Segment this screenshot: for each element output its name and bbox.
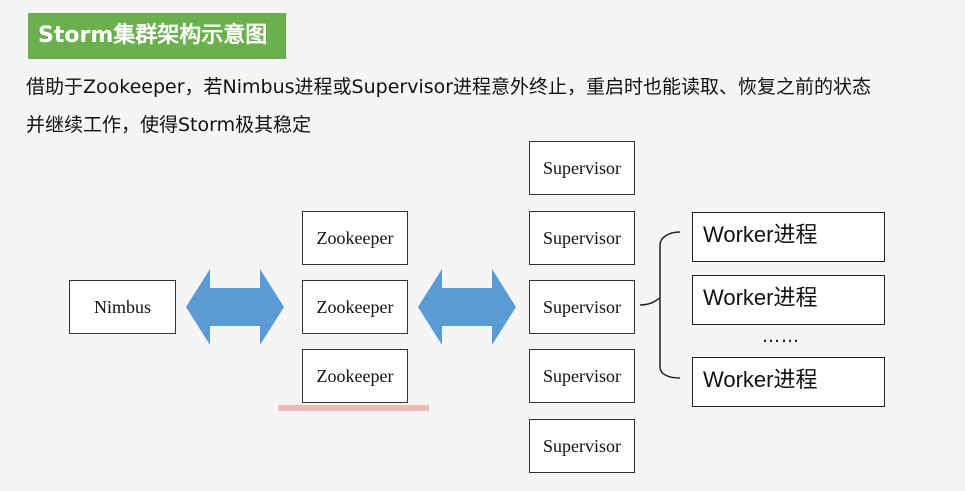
- worker-ellipsis: ……: [762, 326, 800, 347]
- description-line-1: 借助于Zookeeper，若Nimbus进程或Supervisor进程意外终止，…: [26, 76, 872, 98]
- supervisor-node-5: Supervisor: [529, 419, 635, 473]
- slide-title: Storm集群架构示意图: [28, 13, 286, 59]
- supervisor-node-2: Supervisor: [529, 211, 635, 265]
- worker-process-1: Worker进程: [692, 212, 885, 262]
- worker-process-3: Worker进程: [692, 357, 885, 407]
- nimbus-node: Nimbus: [69, 280, 176, 334]
- description-line-2: 并继续工作，使得Storm极其稳定: [26, 114, 312, 136]
- zookeeper-node-1: Zookeeper: [302, 211, 408, 265]
- zookeeper-node-2: Zookeeper: [302, 280, 408, 334]
- zookeeper-supervisor-double-arrow: [418, 269, 516, 345]
- supervisor-node-1: Supervisor: [529, 141, 635, 195]
- zookeeper-node-3: Zookeeper: [302, 349, 408, 403]
- nimbus-zookeeper-double-arrow: [186, 269, 284, 345]
- worker-process-2: Worker进程: [692, 275, 885, 325]
- supervisor-node-3: Supervisor: [529, 280, 635, 334]
- supervisor-node-4: Supervisor: [529, 349, 635, 403]
- worker-bracket: [639, 231, 681, 379]
- zookeeper-underline: [278, 405, 429, 411]
